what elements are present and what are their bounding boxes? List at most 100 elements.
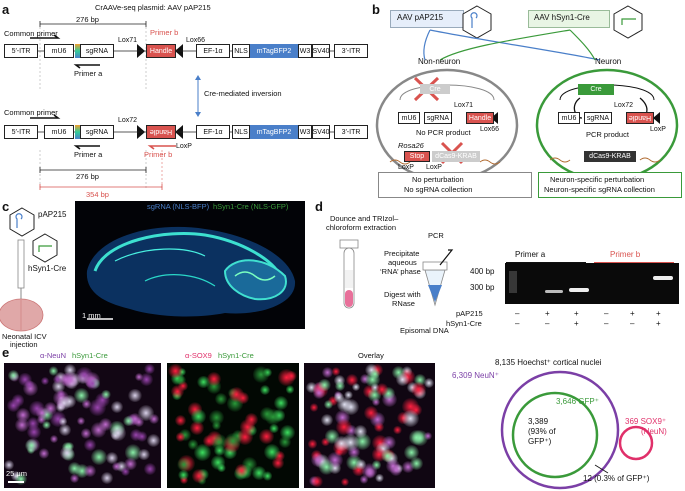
panel-b-graphics [375, 5, 679, 182]
cell-nucleus [344, 390, 353, 400]
cell-nucleus [170, 384, 184, 398]
cell-nucleus [177, 457, 191, 472]
handle-box-b-left: Handle [466, 112, 494, 124]
gel-row2-val-4: – [630, 319, 635, 328]
cell-nucleus [105, 451, 119, 465]
episomal-label: Episomal DNA [400, 326, 449, 335]
cell-nucleus [305, 382, 317, 394]
neun-micrograph [4, 363, 161, 488]
cell-nucleus [386, 458, 401, 474]
cell-nucleus [14, 472, 27, 485]
cell-nucleus [322, 367, 333, 378]
no-perturb-line2: No sgRNA collection [404, 185, 473, 194]
scale-bar-label-e: 25 μm [6, 469, 27, 478]
cell-nucleus [309, 403, 319, 412]
cell-nucleus [259, 385, 270, 396]
cell-nucleus [134, 372, 144, 382]
venn-sox-label-2: (NeuN) [641, 427, 667, 436]
cell-nucleus [111, 461, 121, 471]
cell-nucleus [324, 400, 334, 410]
cell-nucleus [191, 469, 206, 483]
cell-nucleus [167, 363, 183, 379]
w3-box: W3 [298, 44, 312, 58]
step1-line2: chloroform extraction [326, 223, 397, 232]
cell-nucleus [355, 459, 367, 471]
hsyn-label-c: hSyn1-Cre [28, 264, 67, 273]
cell-nucleus [125, 444, 142, 461]
cell-nucleus [396, 373, 410, 387]
cell-nucleus [371, 460, 382, 471]
cell-nucleus [40, 377, 49, 386]
lox71-label-b: Lox71 [454, 102, 474, 109]
cell-nucleus [136, 431, 148, 443]
cell-nucleus [274, 450, 286, 462]
itr5-box: 5′-ITR [4, 44, 38, 58]
injection-label-1: Neonatal ICV [2, 332, 47, 341]
scale-bar-label-c: 1 mm [82, 311, 101, 320]
gel-primer-b-line [594, 262, 674, 263]
cell-nucleus [110, 425, 126, 441]
tube-diagram [339, 239, 454, 309]
cell-nucleus [38, 448, 50, 459]
cell-nucleus [334, 374, 346, 386]
cell-nucleus [190, 408, 206, 424]
bp-top-label: 276 bp [76, 15, 99, 24]
lox66-label-b: Lox66 [480, 126, 500, 133]
loxp-label-a: LoxP [176, 143, 192, 150]
cell-nucleus [321, 437, 330, 447]
sgrna-box-b-right: sgRNA [584, 112, 612, 124]
cell-nucleus [42, 420, 51, 430]
loxp-label-b: LoxP [650, 126, 666, 133]
cell-nucleus [11, 394, 24, 407]
pcr-label-b: PCR product [586, 130, 629, 139]
cell-nucleus [84, 464, 97, 477]
lox72-label-b: Lox72 [614, 102, 634, 109]
common-primer-label-2: Common primer [4, 108, 58, 117]
cell-nucleus [251, 465, 266, 481]
cell-nucleus [236, 428, 253, 445]
handle-box-b-right: Handle [626, 112, 654, 124]
neuron-label: Neuron [595, 57, 622, 66]
cell-nucleus [174, 415, 187, 427]
cell-nucleus [44, 401, 58, 415]
mu6-box-2: mU6 [44, 125, 74, 139]
cell-nucleus [423, 377, 435, 389]
gel-300bp-label: 300 bp [470, 283, 495, 292]
sv40-box-2: SV40 [312, 125, 330, 139]
spacer-barcode-2 [75, 125, 80, 139]
cell-nucleus [121, 466, 131, 476]
gel-row1-val-2: + [574, 309, 579, 318]
sox9-micrograph [167, 363, 299, 488]
cell-nucleus [404, 444, 420, 461]
primer-a-label-1: Primer a [74, 69, 103, 78]
cell-nucleus [273, 396, 288, 410]
mtag-box: mTagBFP2 [250, 44, 298, 58]
scale-bar-e [8, 481, 24, 483]
bp-bottom-black: 276 bp [76, 172, 99, 181]
gel-row2-label: hSyn1-Cre [446, 319, 482, 328]
venn-gfp-label: 3,646 GFP⁺ [556, 397, 599, 406]
cell-nucleus [277, 368, 295, 386]
cell-nucleus [252, 366, 270, 384]
aav-right-box [528, 10, 610, 28]
rosa26-label: Rosa26 [398, 141, 424, 150]
cell-nucleus [25, 380, 35, 389]
lox72-label-a: Lox72 [118, 117, 138, 124]
cell-nucleus [318, 459, 335, 475]
cell-nucleus [209, 410, 224, 425]
panel-label-b: b [372, 2, 380, 17]
brain-section-image [75, 201, 305, 329]
cell-nucleus [393, 425, 403, 435]
cell-nucleus [321, 414, 334, 427]
cell-nucleus [340, 477, 350, 487]
cell-nucleus [337, 396, 352, 412]
cell-nucleus [140, 373, 153, 386]
cell-nucleus [225, 432, 241, 449]
cell-nucleus [264, 443, 281, 461]
cell-nucleus [214, 393, 227, 406]
cell-nucleus [272, 457, 284, 469]
venn-neun-label: 6,309 NeuN⁺ [452, 371, 499, 380]
cell-nucleus [128, 388, 143, 403]
cell-nucleus [259, 429, 275, 445]
cell-nucleus [409, 430, 424, 445]
